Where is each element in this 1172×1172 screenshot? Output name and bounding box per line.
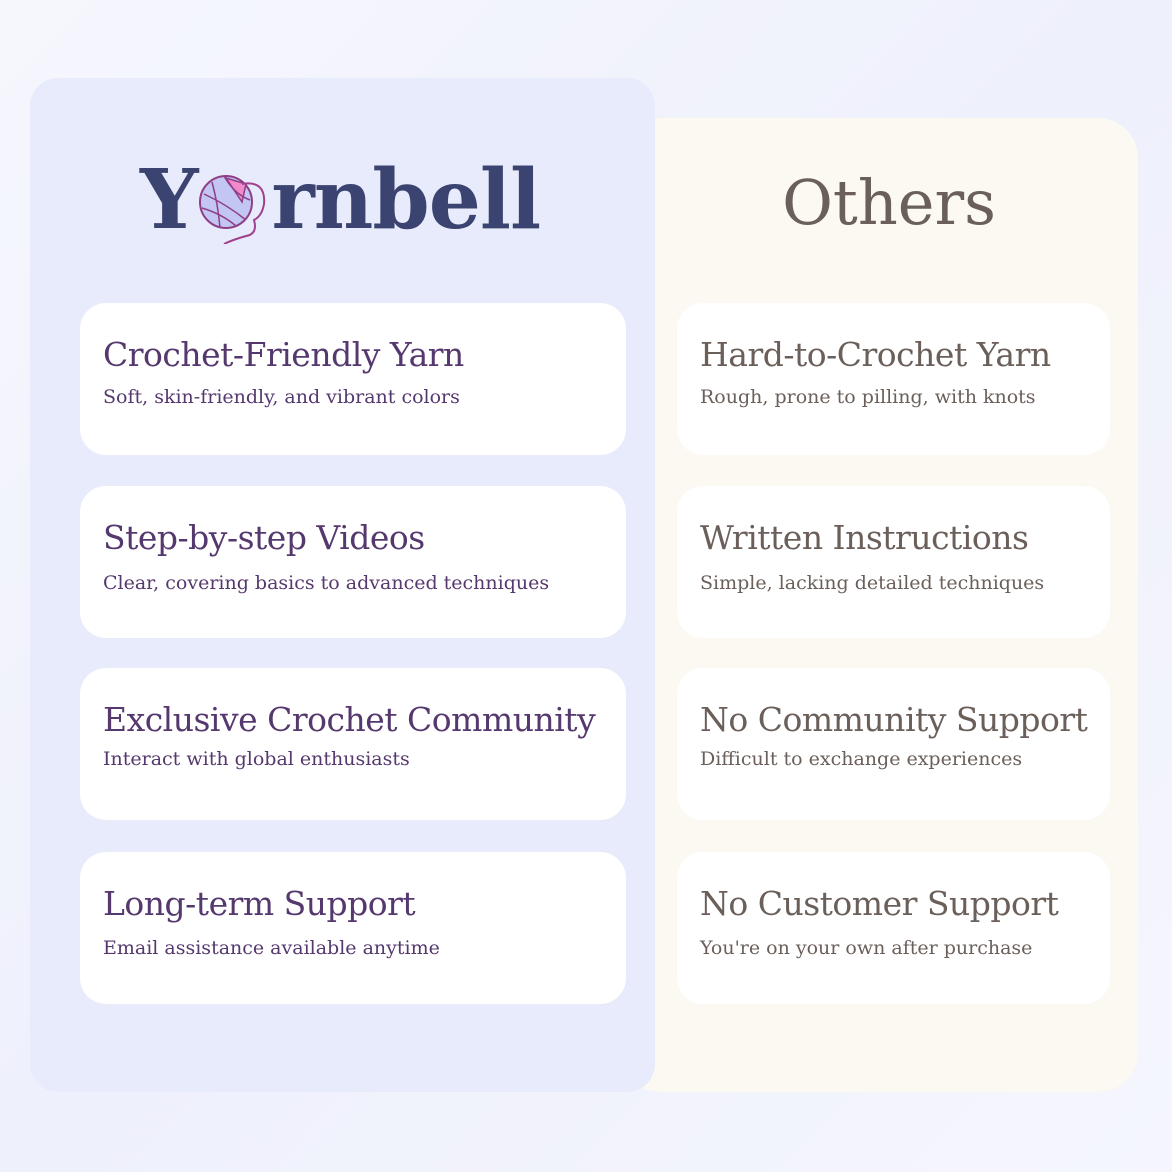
others-title: Others xyxy=(782,166,996,239)
feature-title: Exclusive Crochet Community xyxy=(103,700,596,739)
feature-subtitle: Difficult to exchange experiences xyxy=(700,748,1023,770)
feature-subtitle: Rough, prone to pilling, with knots xyxy=(700,386,1036,408)
logo-letter-y: Y xyxy=(140,152,199,248)
feature-subtitle: Email assistance available anytime xyxy=(103,937,440,959)
feature-title: Written Instructions xyxy=(700,518,1029,557)
feature-title: Hard-to-Crochet Yarn xyxy=(700,335,1051,374)
feature-subtitle: You're on your own after purchase xyxy=(700,937,1033,959)
feature-subtitle: Soft, skin-friendly, and vibrant colors xyxy=(103,386,460,408)
yarnbell-logo: Y rnbell xyxy=(140,148,542,248)
yarn-ball-icon xyxy=(198,175,265,244)
logo-letters-rest: rnbell xyxy=(271,152,542,248)
feature-title: No Community Support xyxy=(700,700,1088,739)
feature-subtitle: Interact with global enthusiasts xyxy=(103,748,410,770)
feature-title: Long-term Support xyxy=(103,884,416,923)
feature-title: No Customer Support xyxy=(700,884,1059,923)
feature-subtitle: Simple, lacking detailed techniques xyxy=(700,572,1045,594)
feature-subtitle: Clear, covering basics to advanced techn… xyxy=(103,572,550,594)
feature-title: Step-by-step Videos xyxy=(103,518,425,557)
feature-title: Crochet-Friendly Yarn xyxy=(103,335,464,374)
